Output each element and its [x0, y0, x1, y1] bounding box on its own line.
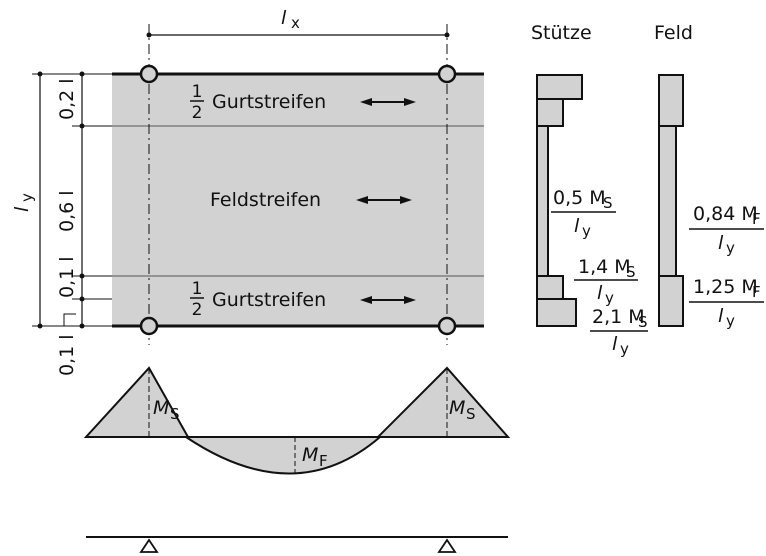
moment-ms-right-sub: S — [466, 405, 476, 423]
fraction-stuetze-mid: 0,5 M S l y — [551, 187, 616, 240]
moment-ms-left-label: M — [153, 397, 169, 419]
dimension-06-label: 0,6 l — [56, 190, 78, 232]
moment-mf-label: M — [302, 444, 318, 466]
dimension-lx-label: l — [281, 7, 287, 29]
svg-text:S: S — [603, 194, 613, 212]
moment-mf-sub: F — [319, 452, 328, 470]
column-bottom-left — [139, 316, 159, 336]
double-arrow-icon — [360, 296, 416, 304]
double-arrow-icon — [360, 98, 416, 106]
svg-text:l: l — [718, 305, 724, 327]
dimension-lx: l x — [146, 7, 450, 38]
svg-text:1,4 M: 1,4 M — [578, 256, 631, 278]
moment-ms-right-label: M — [449, 397, 465, 419]
half-fraction-bottom-den: 2 — [192, 300, 203, 320]
svg-text:2,1 M: 2,1 M — [592, 306, 645, 328]
svg-text:l: l — [574, 215, 580, 237]
support-moment-right — [375, 366, 511, 438]
svg-text:y: y — [605, 289, 614, 307]
dimension-02-label: 0,2 l — [56, 78, 78, 120]
svg-text:l: l — [597, 282, 603, 304]
slab-plan: 1 2 Gurtstreifen Feldstreifen 1 2 Gurtst… — [112, 24, 484, 345]
column-heading-stuetze: Stütze — [531, 22, 592, 44]
dimension-ly-label: l — [11, 206, 33, 212]
slab-area — [112, 74, 484, 326]
svg-text:y: y — [726, 312, 735, 330]
moment-diagram: M S M S M F — [83, 366, 511, 475]
gurtstreifen-bottom-label: Gurtstreifen — [212, 289, 326, 311]
dimension-ly: l y — [11, 71, 112, 329]
column-top-left — [139, 64, 159, 84]
half-fraction-top-den: 2 — [192, 103, 203, 123]
svg-text:y: y — [582, 222, 591, 240]
dimension-ly-sub: y — [18, 193, 36, 202]
feldstreifen-label: Feldstreifen — [210, 189, 321, 211]
moment-ms-left-sub: S — [170, 405, 180, 423]
column-heading-feld: Feld — [654, 22, 693, 44]
dimension-lx-sub: x — [291, 14, 300, 32]
fraction-stuetze-outer: 2,1 M S l y — [590, 306, 648, 358]
column-top-right — [437, 64, 457, 84]
svg-text:S: S — [626, 263, 636, 281]
support-triangle-icon — [139, 538, 159, 553]
beam-elevation — [86, 536, 508, 553]
fraction-feld-edge: 1,25 M F l y — [689, 276, 764, 330]
dimension-01-label: 0,1 l — [56, 256, 78, 298]
span-moment — [182, 436, 383, 475]
svg-text:S: S — [638, 313, 648, 331]
double-arrow-icon — [356, 196, 412, 204]
dimension-01-bottom-label: 0,1 l — [56, 334, 78, 376]
support-triangle-icon — [437, 538, 457, 553]
feld-distribution — [658, 74, 684, 327]
half-fraction-bottom-num: 1 — [192, 279, 203, 299]
svg-text:y: y — [726, 239, 735, 257]
fraction-feld-mid: 0,84 M F l y — [689, 203, 764, 257]
gurtstreifen-top-label: Gurtstreifen — [212, 91, 326, 113]
svg-text:l: l — [718, 232, 724, 254]
support-moment-left — [83, 366, 190, 438]
dimension-strips: 0,2 l 0,6 l 0,1 l 0,1 l — [56, 71, 112, 376]
svg-text:l: l — [612, 333, 618, 355]
fraction-stuetze-inner: 1,4 M S l y — [574, 256, 638, 307]
stuetze-distribution — [536, 74, 583, 327]
svg-text:F: F — [752, 210, 761, 228]
column-bottom-right — [437, 316, 457, 336]
svg-text:1,25 M: 1,25 M — [693, 276, 758, 298]
svg-text:F: F — [752, 283, 761, 301]
svg-text:0,84 M: 0,84 M — [693, 203, 758, 225]
half-fraction-top-num: 1 — [192, 82, 203, 102]
svg-text:y: y — [620, 340, 629, 358]
svg-text:0,5 M: 0,5 M — [553, 187, 606, 209]
